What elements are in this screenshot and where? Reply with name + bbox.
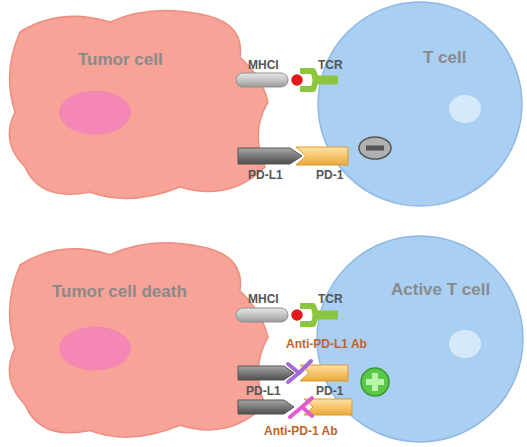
cell-label: T cell xyxy=(423,48,466,68)
molecule-label: PD-1 xyxy=(316,384,343,398)
anti-pd-l1-antibody xyxy=(288,361,311,382)
tumor-cell: Tumor cell death xyxy=(0,234,272,446)
cell-label: Active T cell xyxy=(391,280,490,300)
molecule-label: PD-L1 xyxy=(248,168,283,182)
pd-l1-pd-1-bottom xyxy=(238,365,352,415)
activation-sign xyxy=(361,368,389,396)
t-cell-outline xyxy=(315,0,525,208)
pd-l1-pd-1-top xyxy=(238,147,348,165)
molecule-label: MHCI xyxy=(248,292,279,306)
anti-pd-1-antibody xyxy=(290,398,312,417)
antibody-label: Anti-PD-1 Ab xyxy=(264,424,338,438)
cell-label: Tumor cell death xyxy=(52,282,187,302)
molecule-label: TCR xyxy=(318,292,343,306)
cell-label: Tumor cell xyxy=(78,50,163,70)
tumor-cell: Tumor cell xyxy=(0,2,272,207)
molecule-label: MHCI xyxy=(248,58,279,72)
t-cell: T cell xyxy=(315,0,525,208)
tumor-cell-outline xyxy=(0,2,272,207)
inhibition-sign xyxy=(359,137,391,159)
molecule-label: PD-L1 xyxy=(246,384,281,398)
molecule-label: TCR xyxy=(318,58,343,72)
tumor-cell-outline xyxy=(0,234,272,446)
antibody-label: Anti-PD-L1 Ab xyxy=(286,337,367,351)
molecule-label: PD-1 xyxy=(316,168,343,182)
